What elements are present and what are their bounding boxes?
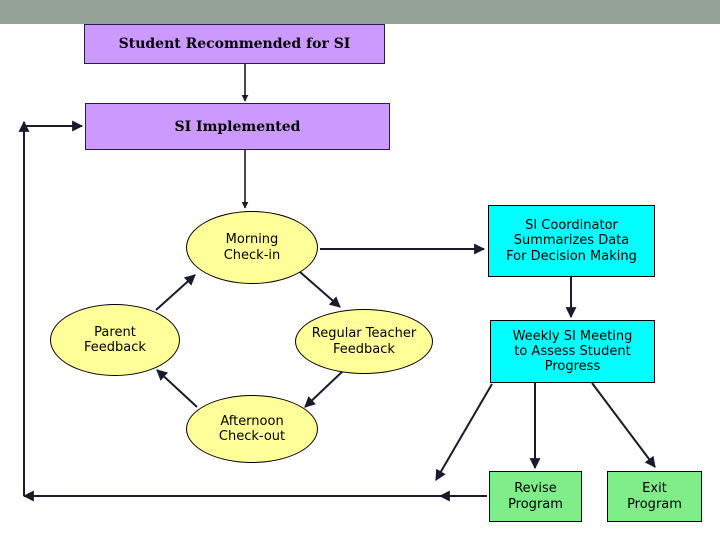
node-weekly-si-meeting[interactable]: Weekly SI Meeting to Assess Student Prog…: [490, 320, 655, 383]
connector-parent-to-morning: [155, 274, 196, 311]
node-afternoon-check-out-label: Afternoon Check-out: [218, 413, 286, 444]
node-regular-teacher-feedback[interactable]: Regular Teacher Feedback: [295, 309, 433, 374]
node-exit-program[interactable]: Exit Program: [607, 471, 702, 522]
node-si-implemented-label: SI Implemented: [174, 118, 301, 135]
node-revise-program-label: Revise Program: [508, 481, 563, 512]
node-parent-feedback[interactable]: Parent Feedback: [50, 304, 180, 376]
connector-morning-to-teacher: [299, 271, 341, 308]
node-weekly-si-meeting-label: Weekly SI Meeting to Assess Student Prog…: [512, 328, 633, 375]
node-si-implemented[interactable]: SI Implemented: [85, 103, 390, 150]
node-revise-program[interactable]: Revise Program: [489, 471, 582, 522]
header-band: [0, 0, 720, 24]
connector-meeting-to-exit: [591, 382, 656, 468]
connector-teacher-to-afternoon: [304, 369, 345, 408]
node-morning-check-in[interactable]: Morning Check-in: [186, 211, 318, 284]
node-student-recommended[interactable]: Student Recommended for SI: [84, 24, 385, 64]
node-exit-program-label: Exit Program: [627, 481, 682, 512]
node-si-coordinator-label: SI Coordinator Summarizes Data For Decis…: [506, 218, 637, 264]
connector-afternoon-to-parent: [156, 369, 198, 408]
node-morning-check-in-label: Morning Check-in: [223, 232, 281, 263]
node-regular-teacher-feedback-label: Regular Teacher Feedback: [311, 326, 417, 357]
connector-meeting-to-return-loop: [435, 383, 493, 481]
node-student-recommended-label: Student Recommended for SI: [118, 36, 351, 52]
node-si-coordinator[interactable]: SI Coordinator Summarizes Data For Decis…: [488, 205, 655, 277]
node-parent-feedback-label: Parent Feedback: [84, 324, 146, 355]
node-afternoon-check-out[interactable]: Afternoon Check-out: [186, 395, 318, 463]
